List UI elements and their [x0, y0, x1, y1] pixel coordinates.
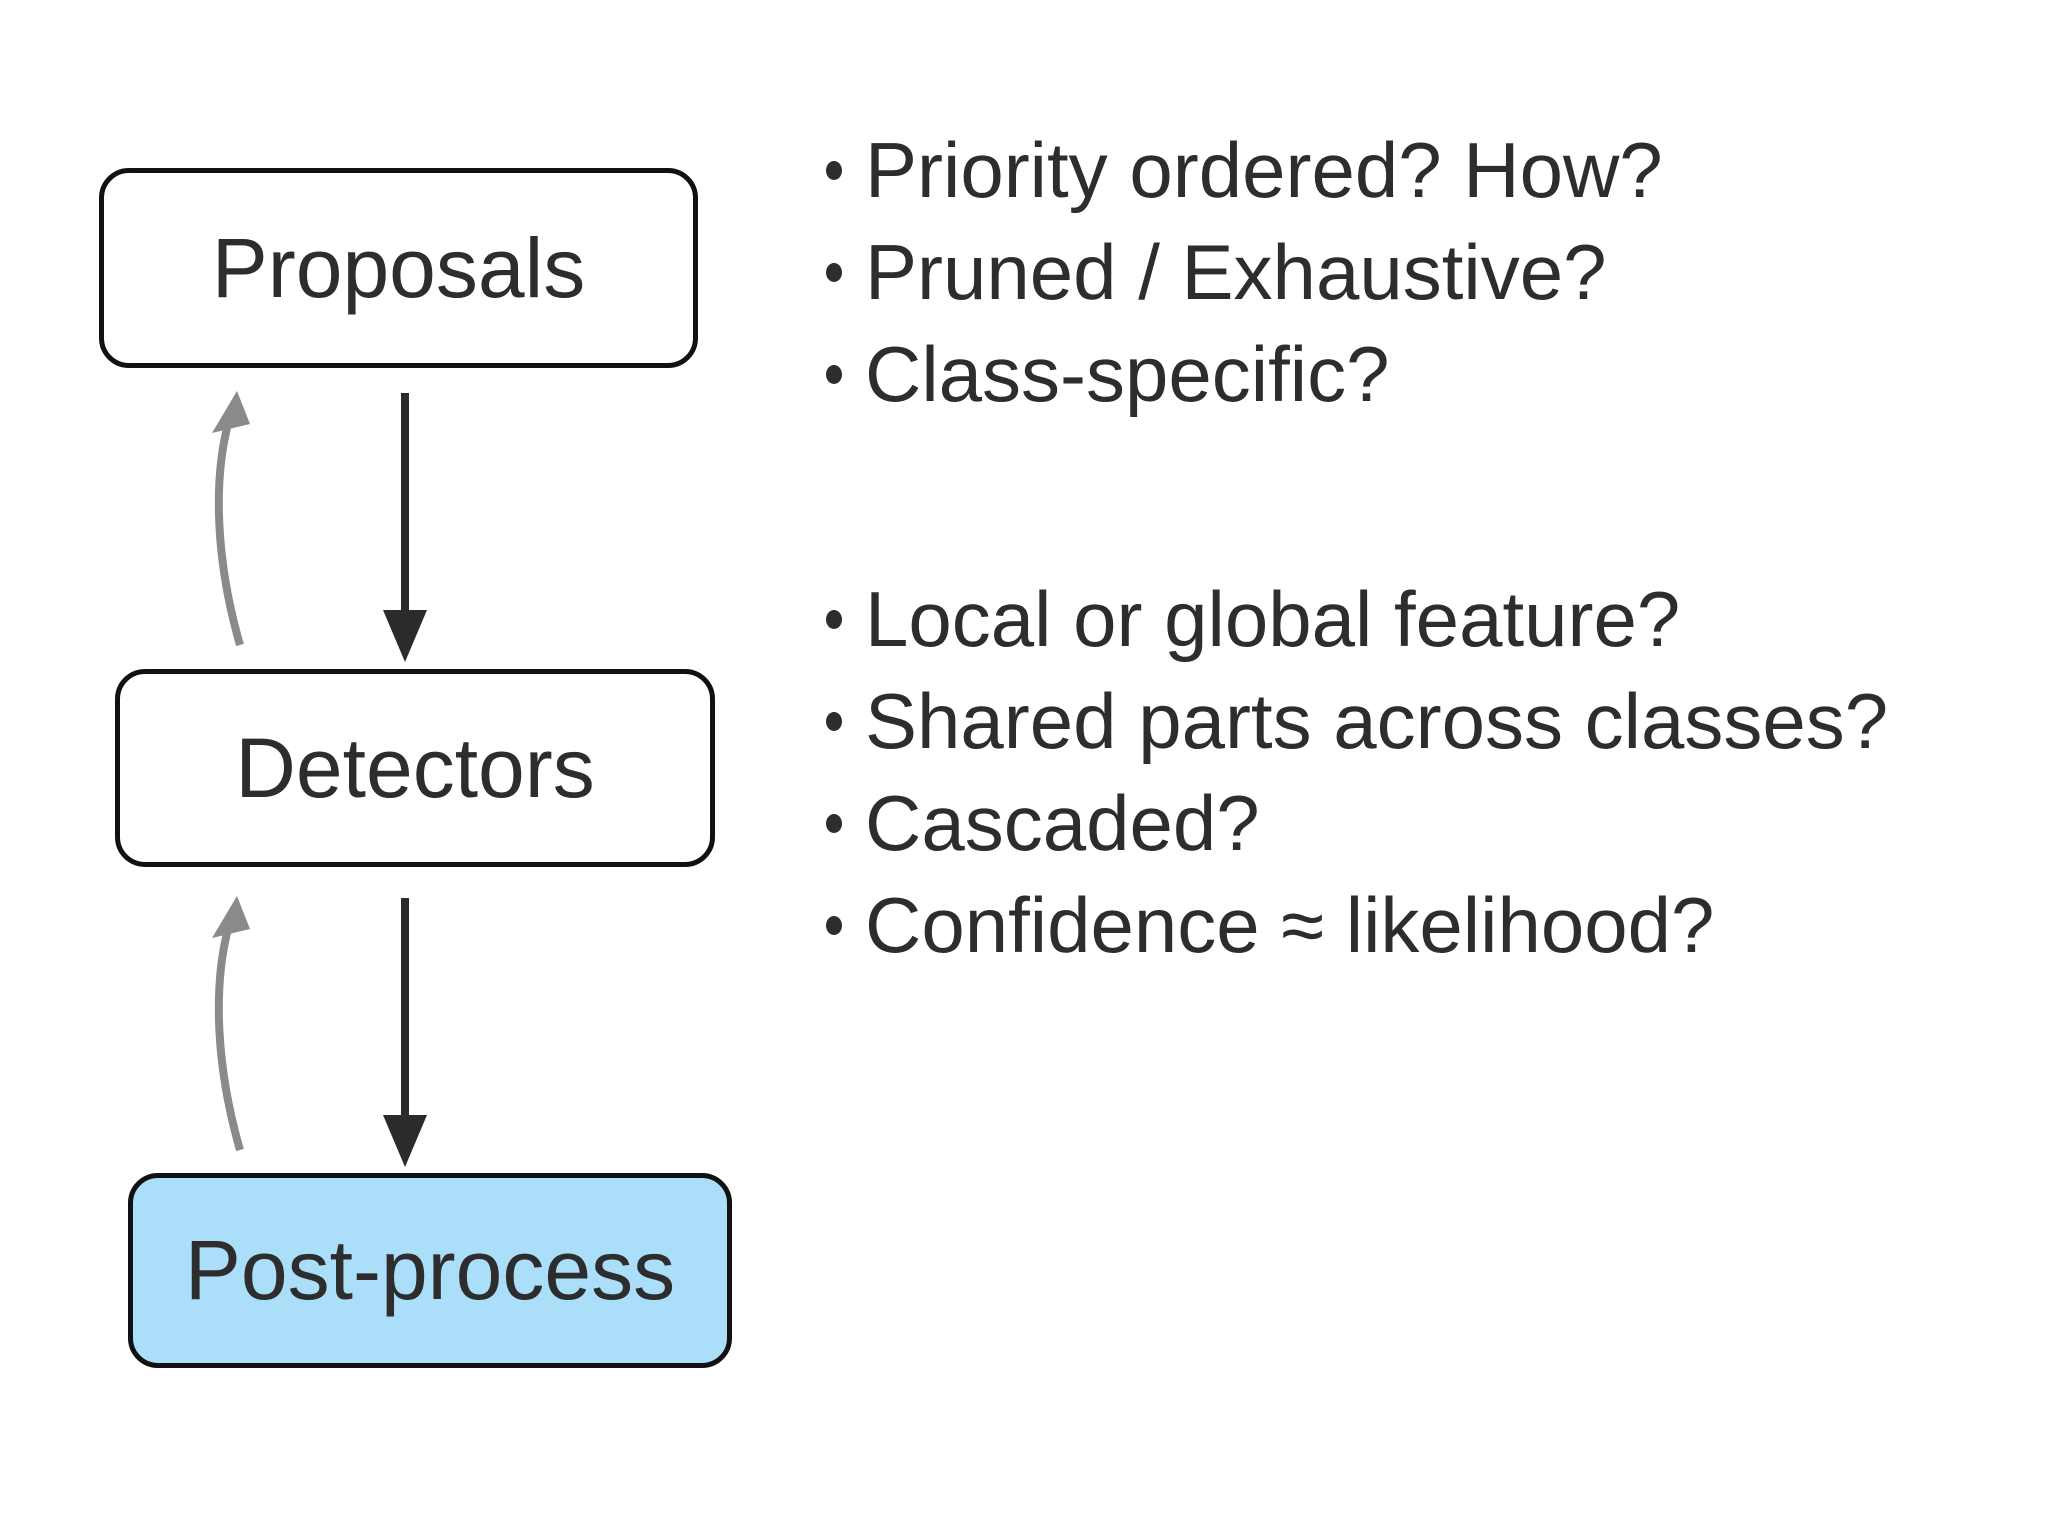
bullet-item: Cascaded?	[826, 772, 1888, 874]
bullet-text: Cascaded?	[865, 779, 1260, 867]
bullet-group-proposals-questions: Priority ordered? How? Pruned / Exhausti…	[826, 119, 1663, 425]
bullet-text: Shared parts across classes?	[865, 677, 1889, 765]
up-arrow-postprocess-to-detectors	[212, 896, 250, 1152]
node-proposals: Proposals	[99, 168, 698, 368]
node-proposals-label: Proposals	[211, 220, 586, 315]
node-detectors-label: Detectors	[235, 720, 595, 815]
bullet-text: Confidence ≈ likelihood?	[865, 881, 1715, 969]
bullet-icon	[826, 364, 842, 384]
bullet-icon	[826, 813, 842, 833]
bullet-icon	[826, 609, 842, 629]
node-post-process-label: Post-process	[184, 1223, 676, 1317]
up-arrow-detectors-to-proposals	[212, 391, 250, 647]
bullet-item: Shared parts across classes?	[826, 670, 1888, 772]
bullet-icon	[826, 915, 842, 935]
down-arrow-detectors-to-postprocess	[383, 898, 427, 1167]
bullet-icon	[826, 262, 842, 282]
bullet-item: Priority ordered? How?	[826, 119, 1663, 221]
bullet-text: Pruned / Exhaustive?	[865, 228, 1607, 316]
bullet-group-detectors-questions: Local or global feature? Shared parts ac…	[826, 568, 1888, 976]
node-post-process: Post-process	[128, 1173, 732, 1368]
bullet-item: Class-specific?	[826, 323, 1663, 425]
bullet-icon	[826, 160, 842, 180]
bullet-icon	[826, 711, 842, 731]
bullet-item: Confidence ≈ likelihood?	[826, 874, 1888, 976]
bullet-item: Local or global feature?	[826, 568, 1888, 670]
bullet-text: Local or global feature?	[865, 575, 1681, 663]
bullet-text: Priority ordered? How?	[865, 126, 1663, 214]
down-arrow-proposals-to-detectors	[383, 393, 427, 662]
node-detectors: Detectors	[115, 669, 715, 867]
bullet-item: Pruned / Exhaustive?	[826, 221, 1663, 323]
bullet-text: Class-specific?	[865, 330, 1390, 418]
